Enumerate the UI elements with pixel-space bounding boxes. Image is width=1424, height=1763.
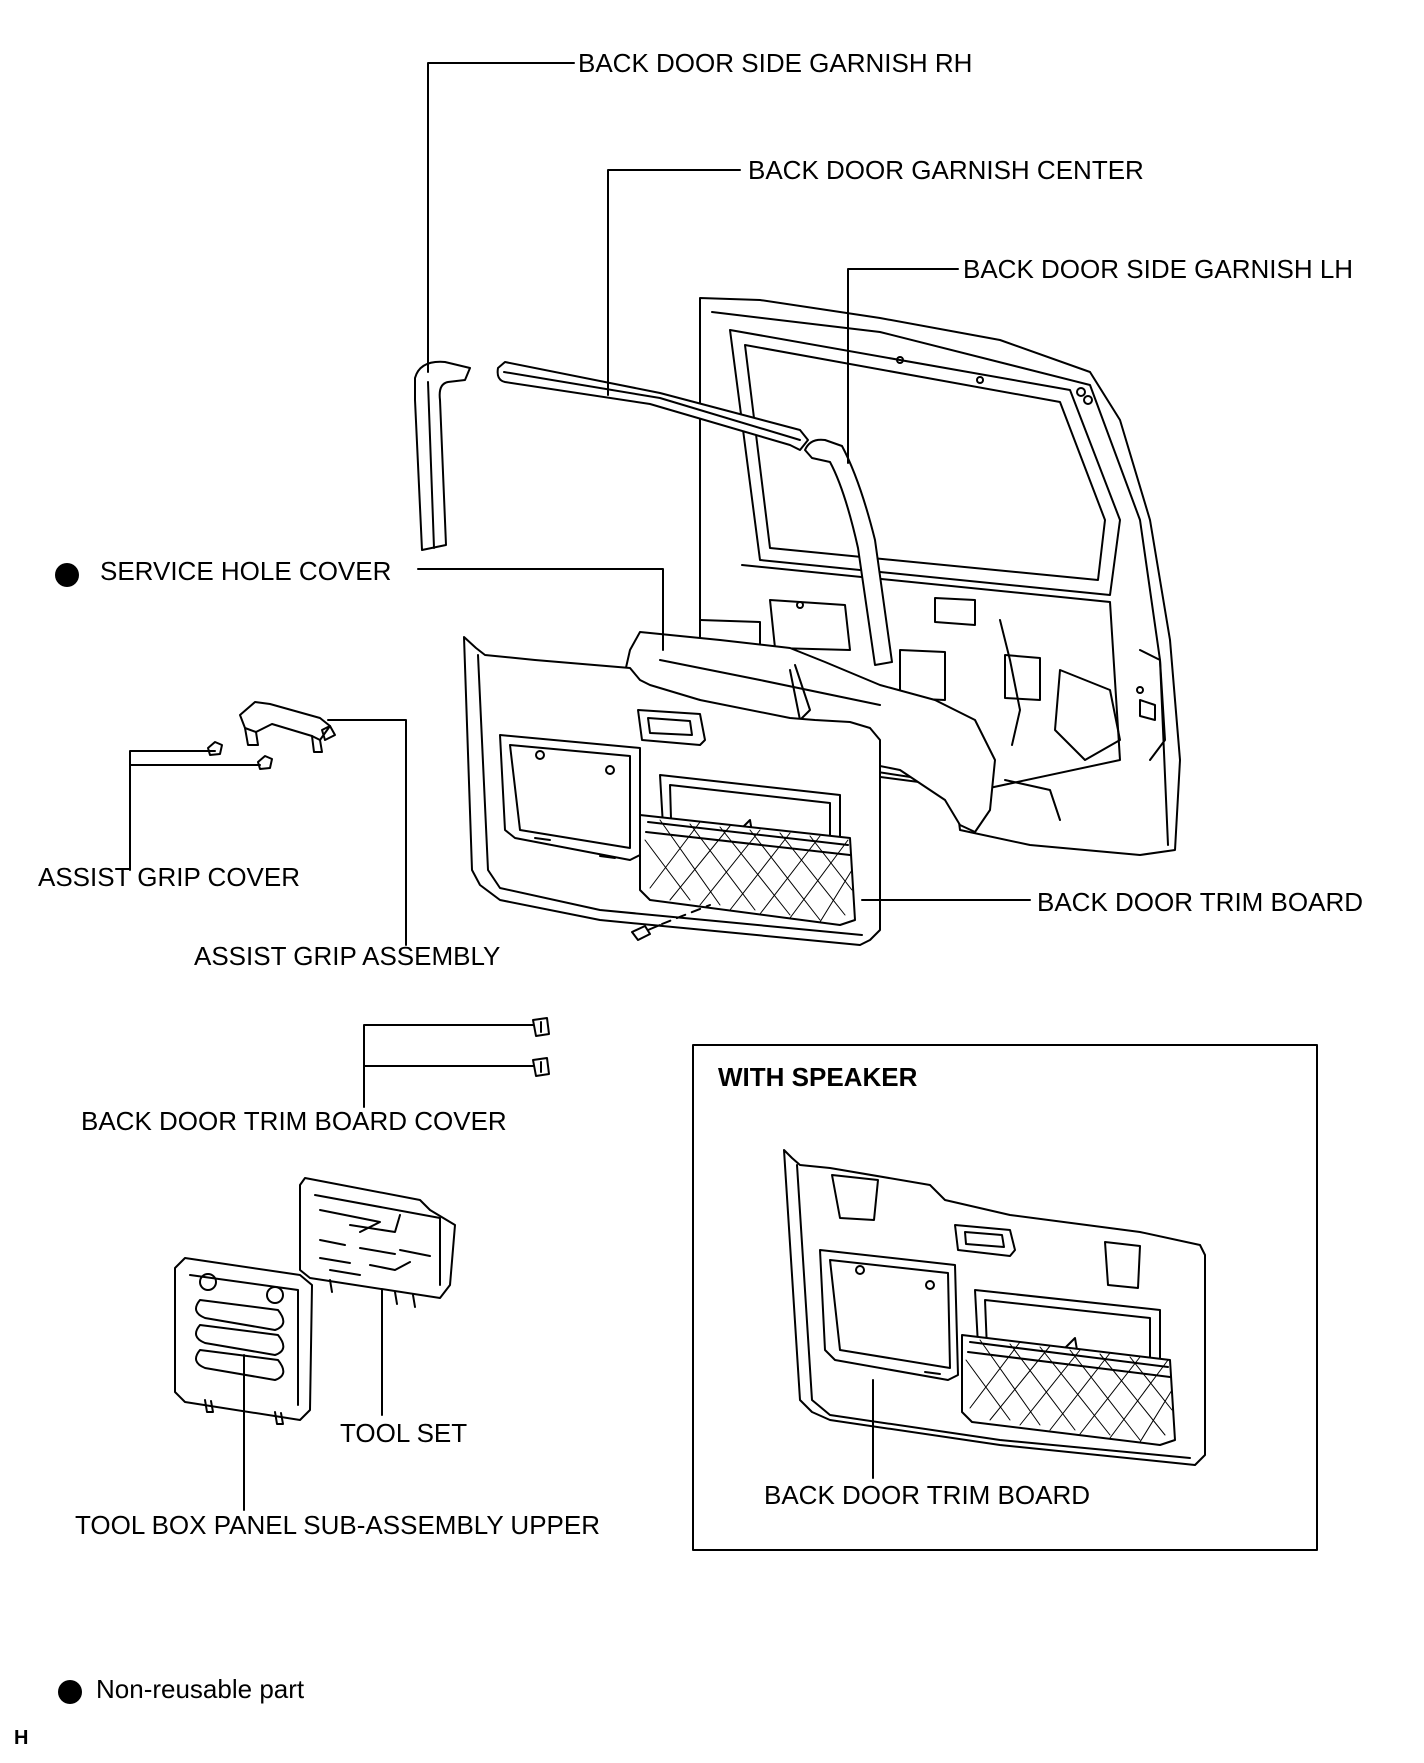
inset-trim-board-part <box>783 1149 1206 1466</box>
trim-board-net-mesh <box>644 819 853 923</box>
label-tool-box-panel: TOOL BOX PANEL SUB-ASSEMBLY UPPER <box>75 1510 600 1540</box>
inset-title: WITH SPEAKER <box>718 1062 918 1092</box>
label-service-hole-cover: SERVICE HOLE COVER <box>100 556 392 586</box>
label-side-garnish-lh: BACK DOOR SIDE GARNISH LH <box>963 254 1354 284</box>
non-reusable-marker-icon <box>55 563 79 587</box>
label-trim-board-cover: BACK DOOR TRIM BOARD COVER <box>81 1106 507 1136</box>
tool-box-panel-part <box>174 1257 313 1425</box>
legend-non-reusable-text: Non-reusable part <box>96 1674 305 1704</box>
leader-lines <box>129 62 1031 1511</box>
inset-net-mesh <box>965 1339 1173 1443</box>
label-tool-set: TOOL SET <box>340 1418 468 1448</box>
screw-part <box>631 904 711 941</box>
label-garnish-center: BACK DOOR GARNISH CENTER <box>748 155 1144 185</box>
label-inset-trim-board: BACK DOOR TRIM BOARD <box>764 1480 1091 1510</box>
corner-code: H <box>14 1727 29 1749</box>
legend-non-reusable-icon <box>58 1680 82 1704</box>
assist-grip-cover-parts <box>207 741 273 770</box>
label-trim-board: BACK DOOR TRIM BOARD <box>1037 887 1364 917</box>
side-garnish-rh-part <box>414 360 471 551</box>
label-side-garnish-rh: BACK DOOR SIDE GARNISH RH <box>578 48 973 78</box>
side-garnish-lh-part <box>804 438 893 666</box>
tool-set-part <box>299 1177 456 1308</box>
back-door-trim-board-part <box>463 636 881 946</box>
assist-grip-part <box>239 701 336 753</box>
label-assist-grip-cover: ASSIST GRIP COVER <box>38 862 301 892</box>
with-speaker-inset-frame <box>692 1044 1318 1551</box>
label-assist-grip-assembly: ASSIST GRIP ASSEMBLY <box>194 941 501 971</box>
garnish-center-part <box>496 361 809 451</box>
trim-board-cover-clips <box>532 1017 550 1077</box>
